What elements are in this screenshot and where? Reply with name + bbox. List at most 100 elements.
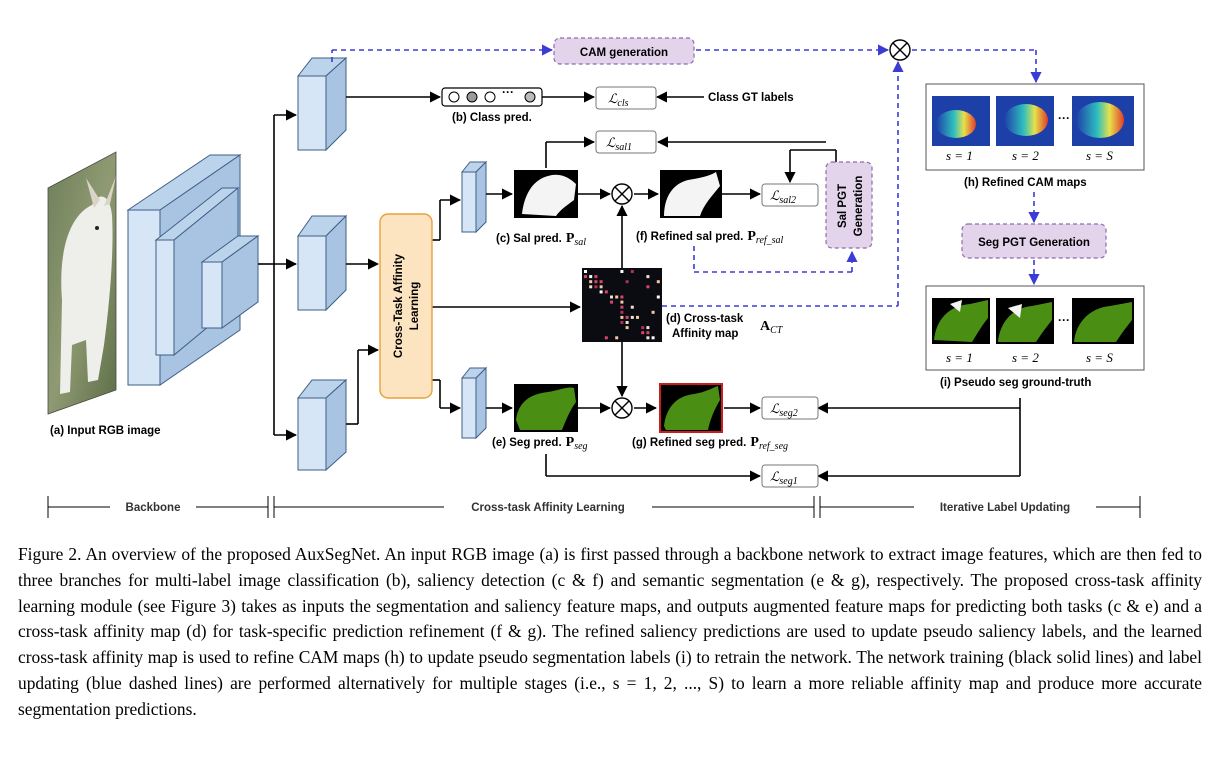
sal-pgt-dashed: [693, 246, 858, 273]
sal-pred-map: [514, 170, 578, 218]
cam-multiply: [889, 39, 911, 61]
affinity-dashed: [662, 60, 904, 307]
affinity-cell: [610, 300, 613, 304]
svg-text:ℒsal2: ℒsal2: [770, 188, 796, 206]
loss-sal1-box: ℒsal1: [595, 130, 657, 154]
affinity-cell: [656, 280, 660, 284]
ctal-lines: [346, 194, 582, 425]
affinity-cell: [620, 300, 624, 304]
affinity-cell: [656, 295, 660, 299]
affinity-cell: [630, 305, 634, 309]
refined-cam-panel: s = 1 s = 2 s = S ···: [925, 83, 1145, 171]
stage-ctal: Cross-task Affinity Learning: [471, 502, 625, 514]
affinity-cell: [646, 331, 650, 335]
affinity-cell: [620, 321, 624, 324]
sal-branch-lines: [486, 136, 837, 268]
svg-text:Learning: Learning: [409, 282, 421, 331]
affinity-cell: [610, 295, 613, 299]
class-pred-label: (b) Class pred.: [452, 112, 532, 124]
affinity-label-b: Affinity map: [672, 328, 738, 340]
affinity-cell: [651, 336, 655, 340]
feature-cubes: [296, 56, 348, 472]
input-label: (a) Input RGB image: [50, 425, 161, 437]
affinity-cell: [584, 270, 587, 273]
affinity-cell: [599, 285, 603, 289]
class-pred-vector: [441, 87, 543, 107]
affinity-cell: [594, 285, 598, 289]
refined-seg-label: (g) Refined seg pred.Pref_seg: [632, 435, 788, 452]
affinity-cell: [615, 336, 619, 340]
backbone-blocks: [126, 154, 260, 386]
backbone-split: [258, 109, 298, 441]
svg-text:s = 1: s = 1: [946, 148, 973, 163]
affinity-cell: [630, 315, 634, 319]
affinity-cell: [625, 280, 629, 284]
affinity-cell: [636, 315, 639, 319]
svg-text:ℒcls: ℒcls: [608, 91, 629, 109]
affinity-cell: [589, 285, 593, 289]
stage-backbone: Backbone: [126, 502, 181, 514]
affinity-cell: [599, 280, 603, 284]
sal-pred-label: (c) Sal pred.Psal: [496, 231, 586, 248]
affinity-map: [582, 268, 662, 342]
refined-cam-label: (h) Refined CAM maps: [964, 177, 1087, 189]
seg-multiply: [611, 397, 633, 419]
affinity-cell: [620, 310, 624, 314]
affinity-cell: [599, 290, 603, 294]
svg-text:s = 2: s = 2: [1012, 350, 1039, 365]
sal-multiply: [611, 183, 633, 205]
refined-sal-map: [660, 170, 722, 218]
affinity-cell: [620, 295, 624, 299]
affinity-cell: [589, 280, 593, 284]
caption-text: Figure 2. An overview of the proposed Au…: [18, 544, 1202, 719]
affinity-cell: [625, 321, 629, 324]
affinity-cell: [594, 275, 598, 279]
seg-pgt-pill: Seg PGT Generation: [961, 223, 1107, 259]
svg-text:Sal PGT: Sal PGT: [837, 184, 849, 228]
svg-text:CAM generation: CAM generation: [580, 47, 668, 59]
stage-ruler: [47, 496, 1141, 518]
affinity-cell: [604, 336, 608, 340]
svg-text:s = 2: s = 2: [1012, 148, 1039, 163]
loss-seg2-box: ℒseg2: [761, 396, 819, 420]
affinity-cell: [646, 336, 650, 340]
affinity-cell: [620, 270, 624, 273]
stage-ilu: Iterative Label Updating: [940, 502, 1070, 514]
refined-sal-label: (f) Refined sal pred.Pref_sal: [636, 229, 784, 246]
affinity-cell: [589, 275, 593, 279]
seg-pred-map: [514, 384, 578, 432]
svg-text:Cross-Task Affinity: Cross-Task Affinity: [393, 253, 405, 358]
svg-text:···: ···: [1058, 313, 1070, 327]
class-dots: ···: [502, 85, 514, 99]
input-image: [47, 151, 117, 415]
affinity-cell: [646, 285, 650, 289]
cam-dashed-path: [331, 44, 1042, 84]
affinity-label-a: (d) Cross-task: [666, 313, 744, 325]
seg-branch-lines: [486, 342, 1021, 482]
refined-seg-map: [659, 383, 723, 433]
affinity-cell: [646, 275, 650, 279]
affinity-cell: [594, 280, 598, 284]
head-cubes: [460, 160, 488, 440]
loss-cls-box: ℒcls: [595, 86, 657, 110]
class-gt-label: Class GT labels: [708, 92, 794, 104]
affinity-cell: [641, 326, 645, 330]
loss-sal2-box: ℒsal2: [761, 183, 819, 207]
architecture-diagram: (a) Input RGB image: [47, 37, 1145, 518]
pseudo-seg-panel: s = 1 s = 2 s = S ···: [925, 285, 1145, 371]
ctal-module: Cross-Task Affinity Learning: [379, 213, 433, 399]
svg-text:ℒseg1: ℒseg1: [770, 469, 798, 487]
svg-text:s = S: s = S: [1086, 350, 1113, 365]
svg-text:s = 1: s = 1: [946, 350, 973, 365]
affinity-cell: [615, 295, 619, 299]
seg-pred-label: (e) Seg pred.Pseg: [492, 435, 588, 452]
affinity-cell: [641, 331, 645, 335]
cam-generation-pill: CAM generation: [553, 37, 695, 65]
affinity-cell: [604, 290, 608, 294]
svg-text:Generation: Generation: [853, 176, 865, 237]
svg-text:ℒsal1: ℒsal1: [606, 135, 632, 153]
affinity-cell: [620, 315, 624, 319]
pseudo-seg-label: (i) Pseudo seg ground-truth: [940, 377, 1091, 389]
affinity-cell: [625, 326, 629, 330]
affinity-cell: [630, 270, 634, 273]
